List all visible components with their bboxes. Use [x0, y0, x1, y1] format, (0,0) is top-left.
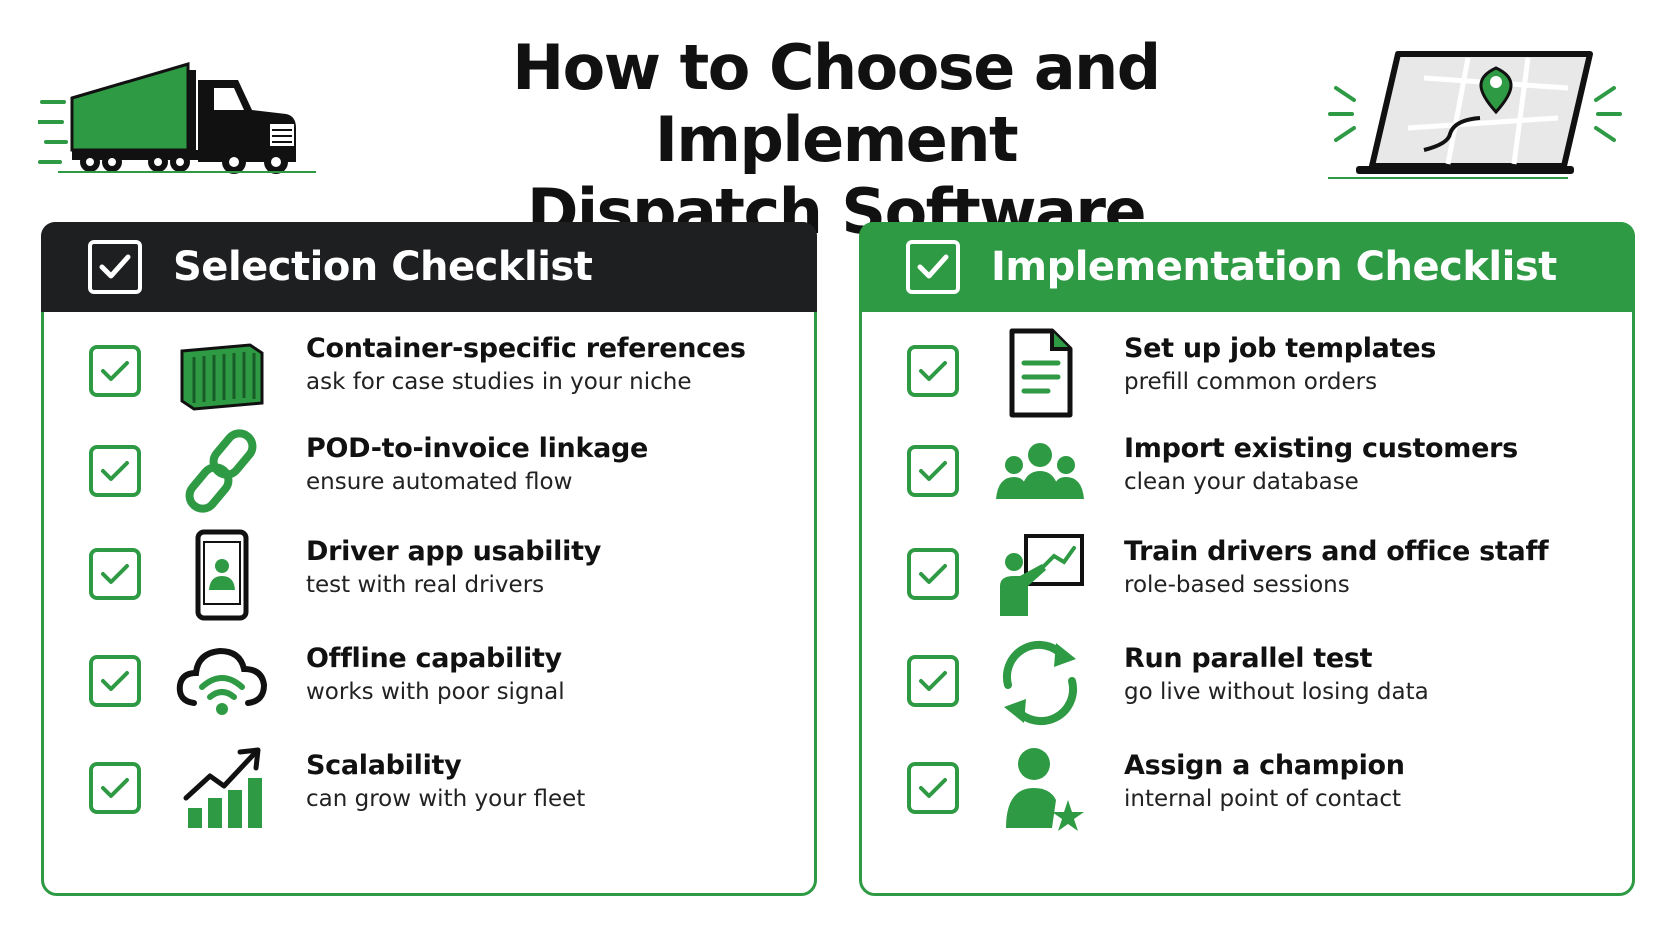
item-subtitle: test with real drivers	[306, 572, 545, 598]
item-title: Container-specific references	[306, 333, 746, 364]
checkbox[interactable]	[89, 548, 141, 600]
container-icon	[180, 343, 264, 411]
checkbox[interactable]	[907, 345, 959, 397]
link-icon	[185, 429, 257, 513]
selection-panel: Selection Checklist Container-specific r…	[41, 222, 817, 896]
list-item: Container-specific references ask for ca…	[44, 333, 814, 433]
item-subtitle: clean your database	[1124, 469, 1359, 495]
champion-icon	[1006, 748, 1084, 831]
list-item: POD-to-invoice linkage ensure automated …	[44, 429, 814, 533]
list-item: Train drivers and office staff role-base…	[862, 534, 1632, 636]
checkbox[interactable]	[907, 655, 959, 707]
item-title: Assign a champion	[1124, 750, 1405, 781]
selection-heading: Selection Checklist	[173, 244, 593, 290]
item-subtitle: ensure automated flow	[306, 469, 573, 495]
checkbox[interactable]	[89, 762, 141, 814]
training-icon	[1000, 534, 1084, 616]
item-subtitle: prefill common orders	[1124, 369, 1378, 395]
implementation-heading: Implementation Checklist	[991, 244, 1557, 290]
refresh-icon	[1002, 640, 1078, 726]
item-title: Run parallel test	[1124, 643, 1373, 674]
checkbox[interactable]	[907, 762, 959, 814]
implementation-panel: Implementation Checklist Set up job temp…	[859, 222, 1635, 896]
phone-icon	[195, 529, 249, 621]
checkbox[interactable]	[907, 445, 959, 497]
item-title: Scalability	[306, 750, 462, 781]
item-subtitle: internal point of contact	[1124, 786, 1402, 812]
checkbox[interactable]	[89, 445, 141, 497]
checkbox[interactable]	[89, 655, 141, 707]
list-item: Assign a champion internal point of cont…	[862, 748, 1632, 850]
document-icon	[1009, 328, 1073, 418]
item-title: Train drivers and office staff	[1124, 536, 1549, 567]
item-title: Set up job templates	[1124, 333, 1436, 364]
page-title-line1: How to Choose and Implement	[512, 31, 1161, 176]
list-item: Run parallel test go live without losing…	[862, 640, 1632, 743]
list-item: Scalability can grow with your fleet	[44, 747, 814, 850]
list-item: Driver app usability test with real driv…	[44, 529, 814, 636]
list-item: Import existing customers clean your dat…	[862, 433, 1632, 533]
list-item: Set up job templates prefill common orde…	[862, 328, 1632, 433]
item-title: POD-to-invoice linkage	[306, 433, 649, 464]
truck-icon	[38, 61, 316, 174]
implementation-header: Implementation Checklist	[859, 222, 1635, 312]
item-subtitle: go live without losing data	[1124, 679, 1429, 705]
item-subtitle: works with poor signal	[306, 679, 565, 705]
check-icon	[88, 240, 142, 294]
item-subtitle: ask for case studies in your niche	[306, 369, 692, 395]
laptop-map-icon	[1328, 51, 1622, 179]
item-subtitle: can grow with your fleet	[306, 786, 586, 812]
growth-chart-icon	[183, 747, 262, 828]
people-icon	[996, 443, 1084, 499]
list-item: Offline capability works with poor signa…	[44, 643, 814, 743]
page-title: How to Choose and Implement Dispatch Sof…	[336, 32, 1336, 248]
selection-header: Selection Checklist	[41, 222, 817, 312]
item-title: Offline capability	[306, 643, 562, 674]
checkbox[interactable]	[907, 548, 959, 600]
item-subtitle: role-based sessions	[1124, 572, 1350, 598]
check-icon	[906, 240, 960, 294]
item-title: Import existing customers	[1124, 433, 1518, 464]
checkbox[interactable]	[89, 345, 141, 397]
cloud-wifi-icon	[176, 647, 268, 715]
item-title: Driver app usability	[306, 536, 601, 567]
